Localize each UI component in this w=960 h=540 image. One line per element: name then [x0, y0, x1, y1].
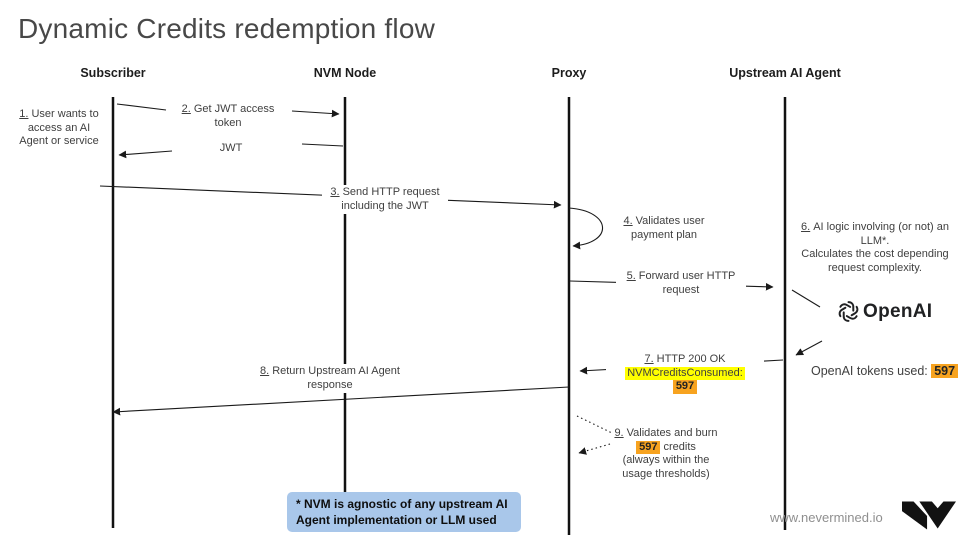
step7-label: 7.HTTP 200 OK NVMCreditsConsumed: 597 — [606, 352, 764, 395]
arrow-jwt-head — [118, 150, 173, 159]
step9-credits-value: 597 — [636, 440, 661, 454]
website-url: www.nevermined.io — [770, 510, 883, 525]
arrow-step8 — [112, 386, 570, 416]
step8-number: 8. — [260, 365, 270, 377]
footnote-box: * NVM is agnostic of any upstream AI Age… — [287, 492, 521, 532]
actor-subscriber: Subscriber — [80, 66, 146, 80]
step7-number: 7. — [644, 353, 654, 365]
jwt-label: JWT — [219, 142, 243, 154]
step1-number: 1. — [19, 108, 29, 120]
openai-tokens-used: OpenAI tokens used: 597 — [811, 364, 959, 378]
step4-number: 4. — [623, 215, 633, 227]
line-step6-to-openai — [791, 289, 821, 308]
arrow-jwt-tail — [301, 143, 344, 147]
arrow-step2-head — [291, 109, 340, 118]
page-title: Dynamic Credits redemption flow — [18, 13, 436, 44]
step4-label: 4.Validates user payment plan — [623, 215, 705, 241]
dotted-step9-back — [578, 443, 611, 455]
step3-label: 3.Send HTTP request including the JWT — [322, 185, 448, 214]
step3-number: 3. — [330, 186, 340, 198]
arrow-step2-tail — [116, 103, 167, 111]
step9-number: 9. — [614, 427, 624, 439]
step5-label: 5.Forward user HTTP request — [616, 269, 746, 298]
step8-label: 8.Return Upstream AI Agent response — [248, 364, 412, 393]
step7-credits-value: 597 — [672, 380, 698, 394]
arrow-step6-from-openai — [795, 340, 823, 356]
step9-label: 9.Validates and burn 597 credits (always… — [614, 427, 718, 480]
step1-label: 1.User wants to access an AI Agent or se… — [19, 108, 99, 147]
openai-logo: OpenAI — [836, 299, 932, 324]
dotted-step9-out — [576, 415, 613, 434]
actor-nvm-node: NVM Node — [313, 66, 377, 80]
openai-knot-icon — [838, 301, 859, 322]
step6-number: 6. — [801, 221, 811, 233]
step6-label: 6.AI logic involving (or not) an LLM*. C… — [801, 221, 949, 274]
actor-proxy: Proxy — [551, 66, 587, 80]
step7-credits-header: NVMCreditsConsumed: — [625, 366, 745, 380]
nevermined-logo-icon — [902, 501, 956, 530]
openai-brand-text: OpenAI — [863, 300, 933, 322]
step5-number: 5. — [626, 270, 636, 282]
openai-tokens-value: 597 — [931, 364, 959, 378]
arrow-step4-selfloop — [568, 207, 603, 250]
step2-label: 2.Get JWT access token — [181, 103, 275, 129]
step2-number: 2. — [181, 103, 191, 115]
actor-upstream-ai-agent: Upstream AI Agent — [729, 66, 841, 80]
